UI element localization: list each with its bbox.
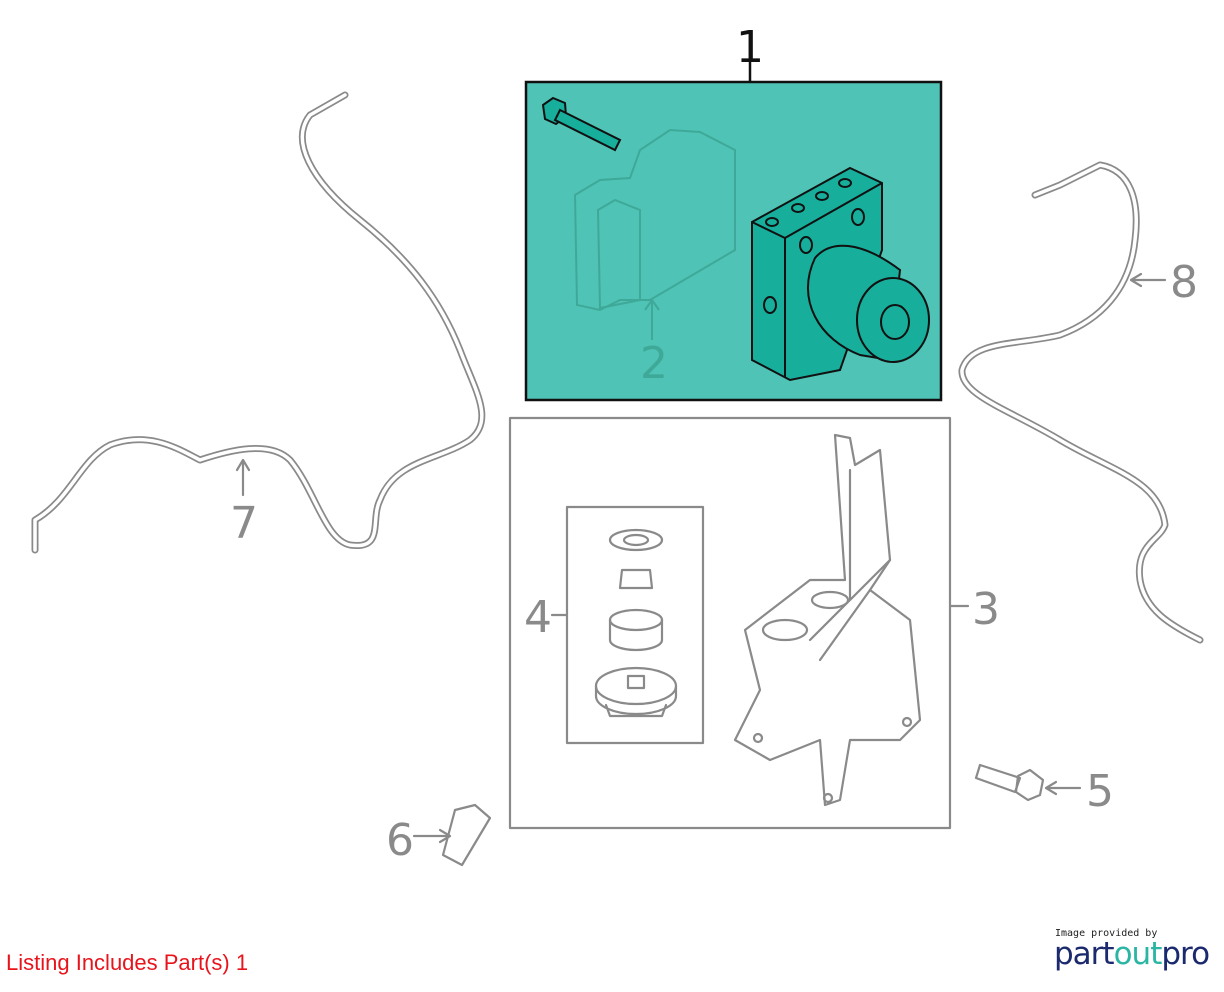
callout-4[interactable]: 4 bbox=[524, 592, 552, 643]
image-credit: Image provided by bbox=[1055, 928, 1158, 939]
callout-3[interactable]: 3 bbox=[972, 584, 1000, 635]
callout-2[interactable]: 2 bbox=[640, 338, 668, 389]
bolt-5-drawing bbox=[974, 763, 1045, 802]
bolt-icon bbox=[541, 96, 622, 152]
part-3-group[interactable]: 3 bbox=[508, 416, 1000, 830]
partoutpro-logo: partoutpro bbox=[1054, 936, 1210, 972]
listing-includes-text: Listing Includes Part(s) 1 bbox=[6, 950, 249, 975]
part-8-group[interactable]: 8 bbox=[958, 161, 1204, 644]
clip-drawing bbox=[441, 803, 492, 867]
callout-8[interactable]: 8 bbox=[1170, 257, 1198, 308]
logo-pro: pro bbox=[1161, 936, 1210, 972]
grommet-box bbox=[565, 505, 705, 745]
part-4-group[interactable]: 4 bbox=[524, 505, 705, 745]
part-6-group[interactable]: 6 bbox=[386, 803, 492, 867]
abs-module bbox=[751, 166, 930, 382]
logo-part: part bbox=[1054, 936, 1115, 972]
part-2-ecu bbox=[573, 128, 736, 340]
part-7-group[interactable]: 7 bbox=[31, 91, 486, 554]
callout-1[interactable]: 1 bbox=[736, 22, 764, 73]
callout-7[interactable]: 7 bbox=[230, 498, 258, 549]
part-1-group[interactable]: 1 2 bbox=[524, 22, 943, 402]
bracket-drawing bbox=[733, 433, 922, 807]
part-5-group[interactable]: 5 bbox=[974, 763, 1114, 817]
grommet-drawing bbox=[594, 528, 678, 718]
callout-5[interactable]: 5 bbox=[1086, 766, 1114, 817]
callout-6[interactable]: 6 bbox=[386, 815, 414, 866]
bracket-box bbox=[508, 416, 952, 830]
logo-out: out bbox=[1113, 936, 1163, 972]
